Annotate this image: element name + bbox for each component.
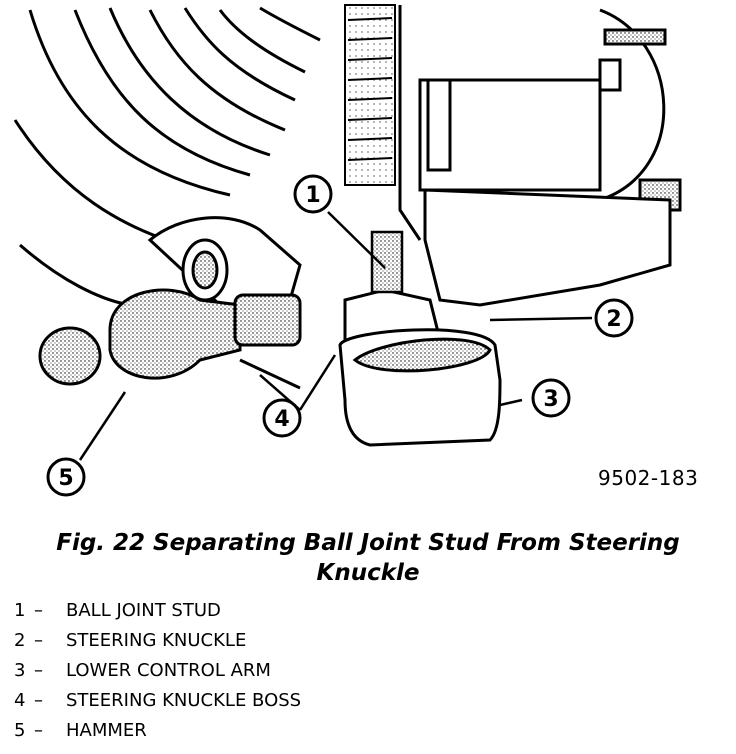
callout-2-number: 2 [606, 307, 621, 332]
legend-item: 4– STEERING KNUCKLE BOSS [14, 686, 301, 716]
callout-4-number: 4 [274, 407, 289, 432]
legend-label: LOWER CONTROL ARM [66, 660, 271, 681]
legend-number: 3 [14, 660, 26, 681]
legend-dash: – [34, 630, 43, 651]
legend-item: 1– BALL JOINT STUD [14, 596, 301, 626]
figure-code: 9502-183 [598, 466, 699, 490]
legend-item: 3– LOWER CONTROL ARM [14, 656, 301, 686]
legend-number: 4 [14, 690, 26, 711]
legend-label: BALL JOINT STUD [66, 600, 221, 621]
figure-caption: Fig. 22 Separating Ball Joint Stud From … [0, 528, 736, 588]
callout-3-number: 3 [543, 387, 558, 412]
suspension-illustration: 1 2 3 4 5 [13, 4, 682, 497]
caption-line-2: Knuckle [316, 560, 420, 586]
parts-legend: 1–BALL JOINT STUD 2–STEERING KNUCKLE 3–L… [14, 596, 301, 746]
hub-rotor [398, 5, 682, 241]
legend-item: 5– HAMMER [14, 716, 301, 746]
legend-dash: – [34, 690, 43, 711]
leader-lines [78, 211, 593, 461]
callout-5-number: 5 [58, 466, 73, 491]
legend-item: 2– STEERING KNUCKLE [14, 626, 301, 656]
legend-dash: – [34, 600, 43, 621]
legend-number: 5 [14, 720, 26, 741]
ball-joint-stud-shape [370, 230, 404, 294]
tire-outline [13, 6, 321, 307]
callout-4: 4 [262, 398, 302, 438]
callout-1: 1 [293, 174, 333, 214]
caption-line-1: Fig. 22 Separating Ball Joint Stud From … [56, 530, 680, 556]
callout-3: 3 [531, 378, 571, 418]
control-arm-bushing [147, 216, 302, 307]
callout-2: 2 [594, 298, 634, 338]
legend-dash: – [34, 720, 43, 741]
legend-label: STEERING KNUCKLE [66, 630, 247, 651]
legend-dash: – [34, 660, 43, 681]
legend-number: 1 [14, 600, 26, 621]
callout-5: 5 [46, 457, 86, 497]
callout-1-number: 1 [305, 183, 320, 208]
legend-label: HAMMER [66, 720, 147, 741]
legend-number: 2 [14, 630, 26, 651]
legend-label: STEERING KNUCKLE BOSS [66, 690, 302, 711]
coil-spring [344, 4, 396, 186]
hammer-shape [38, 288, 302, 390]
lower-control-arm-shape [338, 328, 502, 447]
